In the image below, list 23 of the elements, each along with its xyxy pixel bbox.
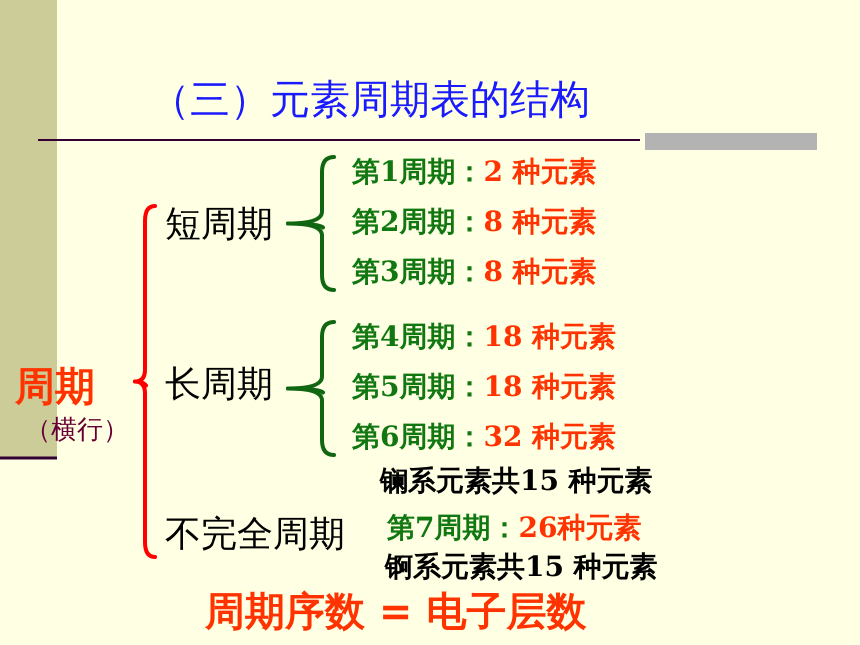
series-note: 锕系元素共15 种元素 <box>385 553 658 581</box>
topic-heading: 周期 <box>15 367 96 407</box>
element-count: 32 种元素 <box>483 420 616 453</box>
element-count: 2 种元素 <box>483 155 597 188</box>
period-label: 第3周期： <box>352 255 484 288</box>
element-count: 18 种元素 <box>483 320 616 353</box>
element-count: 8 种元素 <box>483 255 597 288</box>
period-label: 第6周期： <box>352 420 484 453</box>
element-count: 18 种元素 <box>483 370 616 403</box>
group-label: 不完全周期 <box>165 514 345 555</box>
element-count: 8 种元素 <box>483 205 597 238</box>
group-label: 长周期 <box>165 364 273 405</box>
group-label: 短周期 <box>165 204 273 245</box>
period-label: 第4周期： <box>352 320 484 353</box>
period-label: 第2周期： <box>352 205 484 238</box>
period-label: 第7周期： <box>387 511 518 544</box>
subtitle: （横行） <box>25 417 129 443</box>
element-count: 26种元素 <box>518 511 642 544</box>
title: （三）元素周期表的结构 <box>150 80 590 120</box>
formula-text: 周期序数 = 电子层数 <box>205 592 586 632</box>
period-label: 第1周期： <box>352 155 484 188</box>
period-label: 第5周期： <box>352 370 484 403</box>
series-note: 镧系元素共15 种元素 <box>380 467 653 495</box>
